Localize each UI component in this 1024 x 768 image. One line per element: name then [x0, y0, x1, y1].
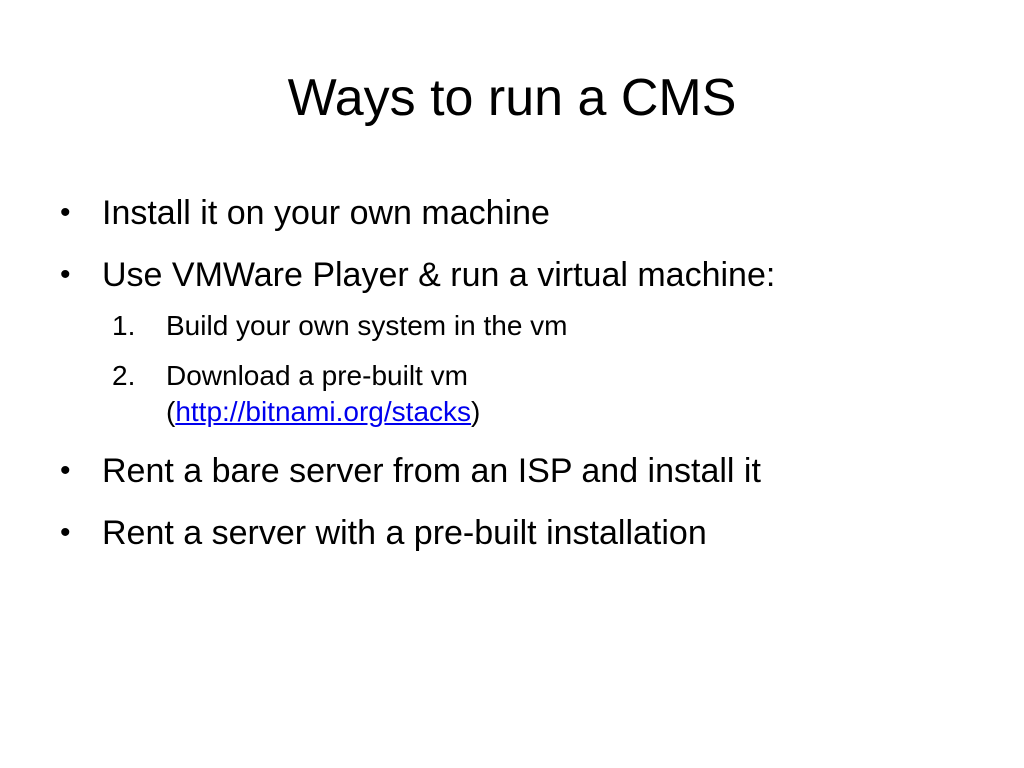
number-marker: 1. — [112, 310, 136, 341]
number-marker: 2. — [112, 360, 136, 391]
bullet-marker: • — [60, 258, 71, 291]
bullet-item: • Rent a bare server from an ISP and ins… — [58, 448, 988, 494]
bullet-marker: • — [60, 454, 71, 487]
bullet-item: • Use VMWare Player & run a virtual mach… — [58, 252, 988, 298]
paren-open: ( — [166, 396, 176, 427]
bullet-text: Rent a server with a pre-built installat… — [102, 514, 707, 552]
numbered-text: Download a pre-built vm — [166, 360, 468, 391]
bullet-marker: • — [60, 196, 71, 229]
numbered-item: 1. Build your own system in the vm — [58, 308, 988, 344]
bitnami-stacks-link[interactable]: http://bitnami.org/stacks — [175, 396, 472, 427]
content-list: • Install it on your own machine • Use V… — [58, 190, 988, 572]
numbered-item: 2. Download a pre-built vm (http://bitna… — [58, 358, 988, 430]
numbered-text: Build your own system in the vm — [166, 310, 568, 341]
paren-close: ) — [471, 396, 481, 427]
slide-title: Ways to run a CMS — [287, 69, 737, 127]
bullet-item: • Install it on your own machine — [58, 190, 988, 236]
bullet-text: Rent a bare server from an ISP and insta… — [102, 452, 761, 490]
bullet-marker: • — [60, 516, 71, 549]
bullet-item: • Rent a server with a pre-built install… — [58, 510, 988, 556]
bullet-text: Install it on your own machine — [102, 194, 550, 232]
bullet-text: Use VMWare Player & run a virtual machin… — [102, 256, 776, 294]
